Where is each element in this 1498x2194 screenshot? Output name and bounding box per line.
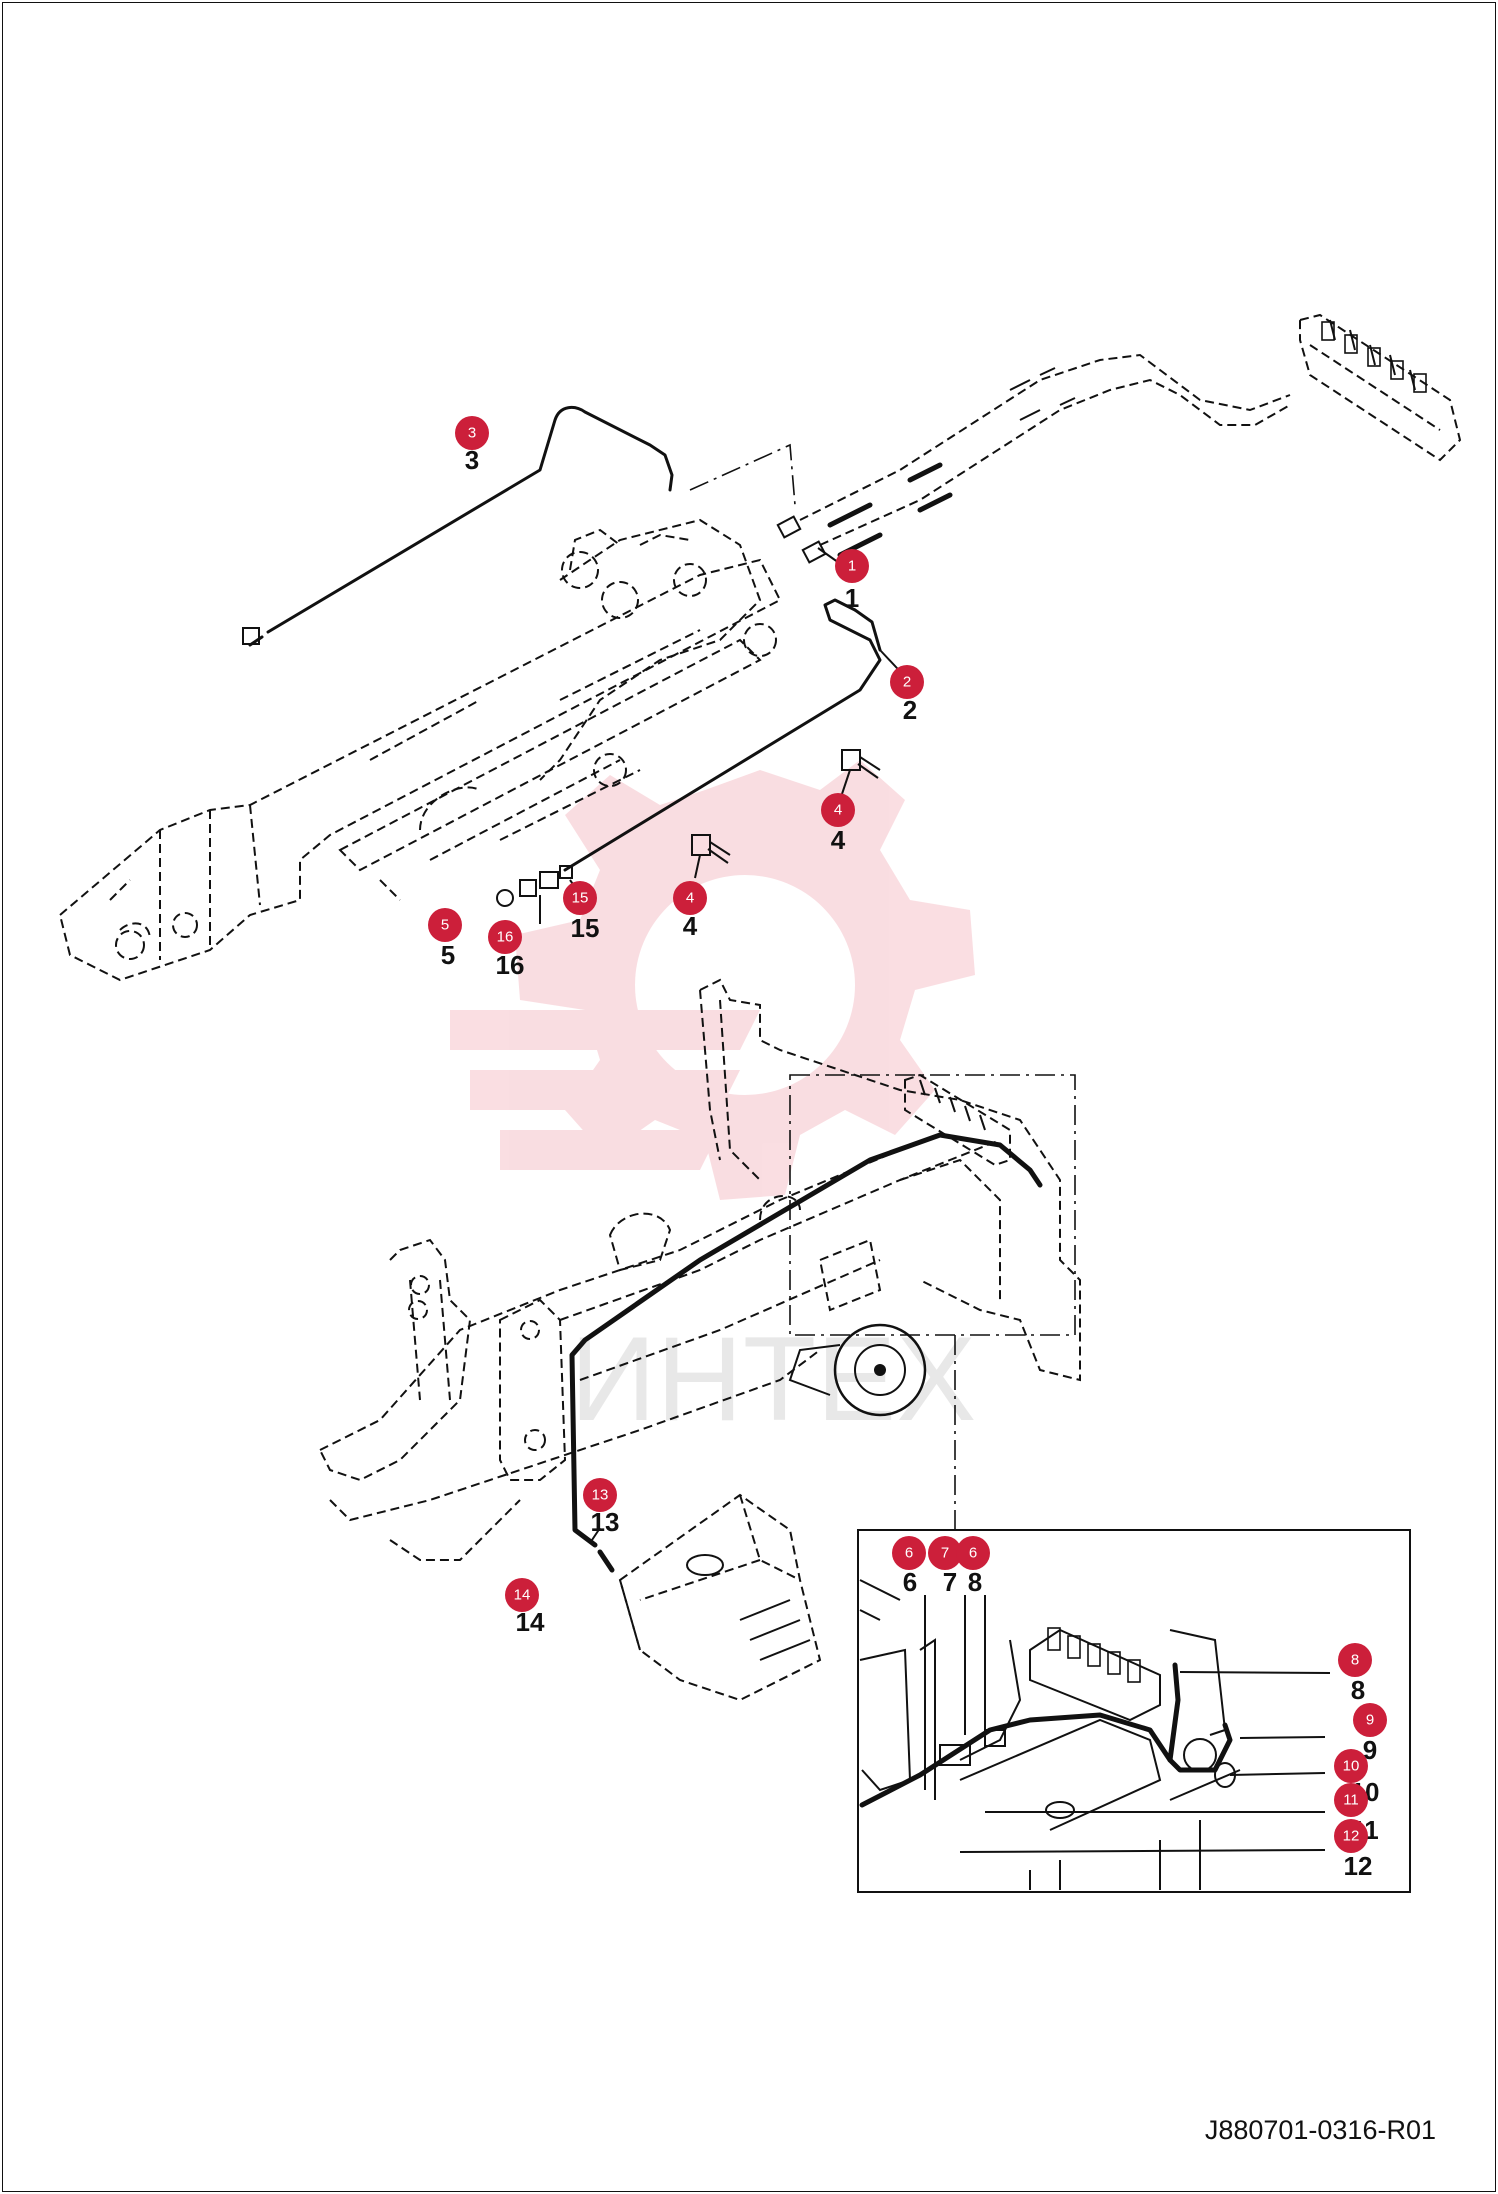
callout-badge-number: 12 — [1343, 1828, 1360, 1845]
callout-number: 12 — [1344, 1851, 1373, 1881]
callout-badge-13[interactable]: 13 — [583, 1478, 617, 1512]
callout-badge-15[interactable]: 15 — [563, 881, 597, 915]
callout-badge-number: 7 — [941, 1545, 949, 1562]
callout-badge-9[interactable]: 9 — [1353, 1703, 1387, 1737]
callout-badge-number: 5 — [441, 917, 449, 934]
callout-badge-2[interactable]: 2 — [890, 665, 924, 699]
callout-badge-16[interactable]: 16 — [488, 920, 522, 954]
callout-badge-circle — [563, 881, 597, 915]
callout-badge-number: 9 — [1366, 1712, 1374, 1729]
callout-badge-circle — [1334, 1749, 1368, 1783]
callout-badge-circle — [428, 908, 462, 942]
callout-badge-3[interactable]: 3 — [455, 416, 489, 450]
control-valve-lower — [904, 1073, 1011, 1167]
callout-number: 5 — [441, 940, 455, 970]
callout-badge-circle — [583, 1478, 617, 1512]
callout-badge-5[interactable]: 5 — [428, 908, 462, 942]
callout-number: 14 — [516, 1607, 545, 1637]
callout-badge-number: 1 — [848, 558, 856, 575]
control-valve-upper — [1299, 313, 1462, 462]
callout-number: 15 — [571, 913, 600, 943]
callout-badge-10[interactable]: 10 — [1334, 1749, 1368, 1783]
callout-number: 6 — [903, 1567, 917, 1597]
callout-badge-6[interactable]: 6 — [892, 1536, 926, 1570]
callout-badge-circle — [673, 881, 707, 915]
callout-badge-circle — [928, 1536, 962, 1570]
callout-badge-12[interactable]: 12 — [1334, 1819, 1368, 1853]
callout-badge-circle — [505, 1578, 539, 1612]
callout-badge-circle — [892, 1536, 926, 1570]
callout-badge-circle — [890, 665, 924, 699]
fittings-part-5-15-16 — [496, 865, 573, 907]
callout-badge-number: 11 — [1343, 1792, 1359, 1809]
hydraulic-pump — [788, 1323, 927, 1417]
callout-badge-7[interactable]: 7 — [928, 1536, 962, 1570]
callout-badge-circle — [455, 416, 489, 450]
tube-part-2 — [563, 598, 882, 872]
document-id: J880701-0316-R01 — [1204, 2115, 1436, 2145]
callout-number: 2 — [903, 695, 917, 725]
callout-badge-number: 16 — [497, 929, 514, 946]
tank — [618, 1493, 822, 1702]
callout-badge-4[interactable]: 4 — [821, 793, 855, 827]
callout-number: 3 — [465, 445, 479, 475]
callout-number: 1 — [845, 583, 859, 613]
callout-badge-8[interactable]: 6 — [956, 1536, 990, 1570]
callout-badge-14[interactable]: 14 — [505, 1578, 539, 1612]
callout-badge-circle — [956, 1536, 990, 1570]
watermark-text: ИНТЕХ — [570, 1312, 976, 1446]
callout-badge-number: 6 — [969, 1545, 977, 1562]
callout-badge-number: 14 — [514, 1587, 531, 1604]
leader-14 — [591, 1527, 601, 1541]
callout-number: 16 — [496, 950, 525, 980]
callout-badge-circle — [821, 793, 855, 827]
tube-part-3 — [242, 406, 796, 647]
callout-badge-circle — [1353, 1703, 1387, 1737]
callout-badge-number: 6 — [905, 1545, 913, 1562]
callout-number: 4 — [831, 825, 846, 855]
callout-number: 13 — [591, 1507, 620, 1537]
callout-badge-number: 8 — [1351, 1652, 1359, 1669]
callout-badge-number: 2 — [903, 674, 911, 691]
detail-inset — [857, 1529, 1411, 1893]
clamp-part-4b — [691, 834, 731, 864]
callout-badge-circle — [835, 549, 869, 583]
callout-badge-circle — [488, 920, 522, 954]
clamp-part-4a — [841, 749, 881, 779]
callout-layer: 1234451615131467889101112123445161513146… — [428, 416, 1387, 1881]
hoses-to-valve-upper — [776, 353, 1291, 564]
callout-number: 7 — [943, 1567, 957, 1597]
callout-badge-number: 15 — [572, 890, 589, 907]
detail-valve — [1029, 1627, 1161, 1722]
chassis-frame — [319, 978, 1081, 1561]
callout-number: 9 — [1363, 1735, 1377, 1765]
detail-region-box — [789, 1074, 1076, 1336]
callout-badge-number: 3 — [468, 425, 476, 442]
callout-number: 4 — [683, 911, 698, 941]
callout-badge-1[interactable]: 1 — [835, 549, 869, 583]
callout-badge-circle — [1334, 1819, 1368, 1853]
callout-badge-number: 13 — [592, 1487, 609, 1504]
callout-badge-number: 4 — [686, 890, 694, 907]
callout-badge-number: 4 — [834, 802, 842, 819]
loader-arm — [58, 518, 782, 982]
callout-badge-11[interactable]: 11 — [1334, 1783, 1368, 1817]
callout-badge-8[interactable]: 8 — [1338, 1643, 1372, 1677]
callout-badge-4[interactable]: 4 — [673, 881, 707, 915]
callout-number: 8 — [1351, 1675, 1365, 1705]
callout-badge-circle — [1334, 1783, 1368, 1817]
callout-number: 8 — [968, 1567, 982, 1597]
callout-badge-circle — [1338, 1643, 1372, 1677]
callout-badge-number: 10 — [1343, 1758, 1360, 1775]
watermark-gear-logo — [450, 760, 975, 1200]
hose-part-13 — [569, 1132, 1043, 1573]
leader-4b — [694, 854, 701, 879]
